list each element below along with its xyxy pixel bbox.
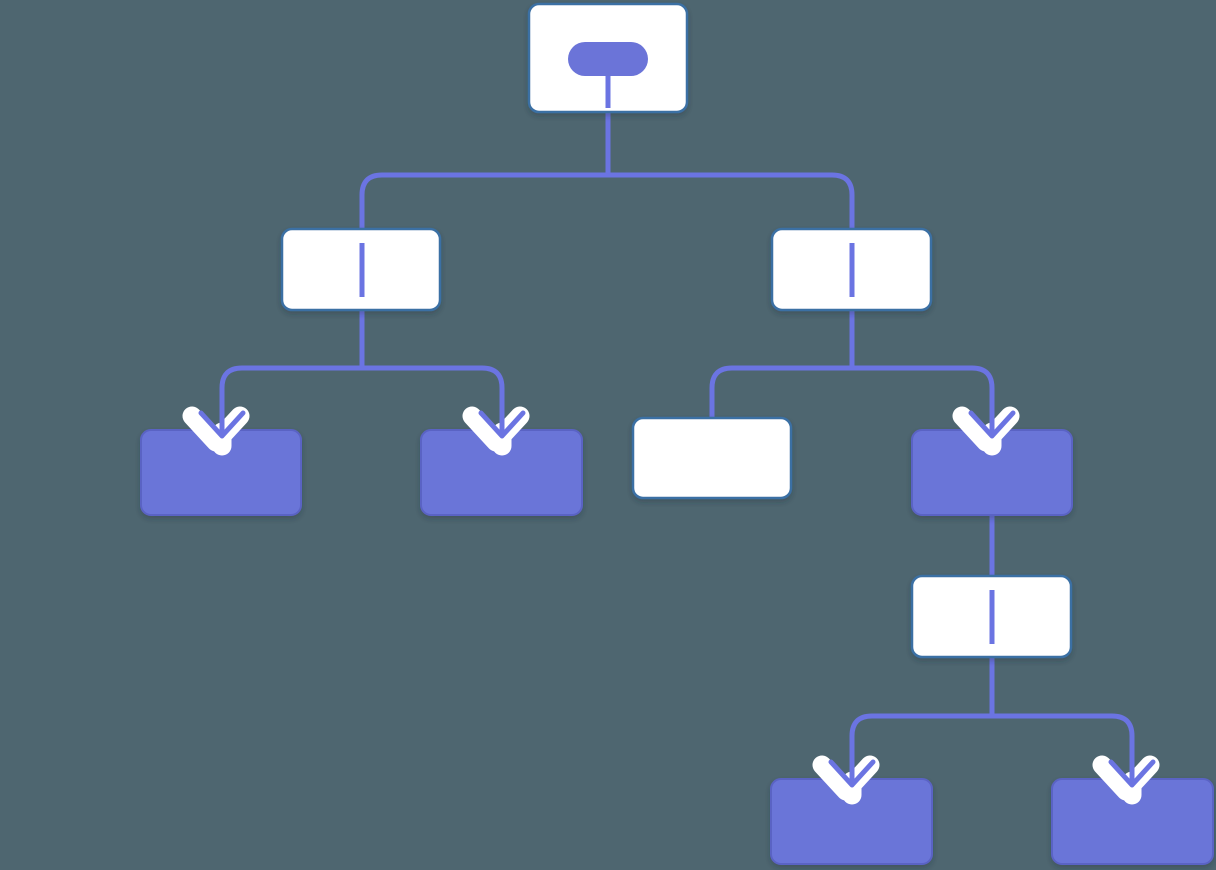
connector-layer-back: [219, 42, 1135, 781]
lower-white-node[interactable]: [910, 574, 1073, 659]
connector-lower-to-leaf-5: [989, 657, 1135, 781]
connector-bus-to-left-branch: [359, 172, 608, 310]
connector-layer-front: [219, 388, 1135, 786]
connector-right-to-mid-right: [849, 310, 995, 432]
leaf-node-3-body[interactable]: [631, 416, 793, 500]
root-pill-badge: [568, 42, 648, 76]
right-branch-node[interactable]: [770, 227, 933, 312]
connector-left-to-leaf-1: [219, 365, 362, 432]
connector-bus-to-right-branch: [608, 172, 855, 310]
left-branch-node[interactable]: [280, 227, 442, 312]
connector-right-to-leaf-3: [709, 365, 852, 420]
connector-lower-to-leaf-4: [849, 713, 992, 781]
connector-left-to-leaf-2: [359, 310, 505, 432]
root-node[interactable]: [527, 2, 689, 114]
leaf-node-3[interactable]: [631, 416, 793, 500]
